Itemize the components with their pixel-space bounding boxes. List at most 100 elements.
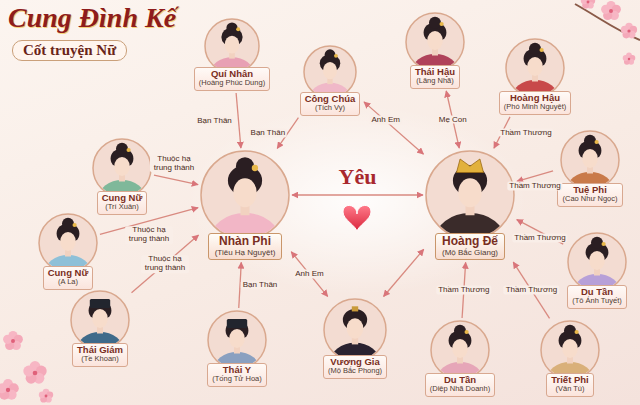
blossom (39, 389, 53, 403)
portrait-circle (405, 12, 465, 72)
character-node: Triết Phi(Vân Tú) (540, 320, 600, 397)
heart-shape (343, 205, 371, 232)
portrait-circle (38, 213, 98, 273)
portrait-circle (323, 298, 387, 362)
relation-label: Bạn Thân (195, 116, 234, 125)
robe (210, 213, 280, 240)
hair-bun (116, 143, 128, 155)
blossom (623, 53, 636, 65)
portrait-circle (505, 38, 565, 98)
name-banner: Quí Nhân(Hoàng Phúc Dung) (194, 67, 270, 91)
blossom (3, 331, 23, 350)
name-banner: Thái Hậu(Lăng Nhã) (410, 65, 460, 89)
name-banner: Du Tần(Tô Ánh Tuyết) (567, 285, 627, 309)
robe (435, 213, 505, 240)
character-name: (Hoàng Phúc Dung) (199, 79, 265, 88)
name-banner: Nhàn Phi(Tiêu Hạ Nguyệt) (208, 233, 283, 260)
relation-label: Bạn Thân (241, 281, 280, 290)
role-title: Công Chúa (305, 94, 356, 104)
relation-label: Thầm Thương (498, 128, 553, 137)
name-banner: Thái Giám(Tề Khoan) (72, 343, 128, 367)
hair-bun (584, 135, 596, 147)
role-title: Hoàng Hậu (504, 93, 567, 103)
character-name: (Mộ Bắc Giang) (442, 248, 498, 257)
character-name: (Tô Ánh Tuyết) (572, 297, 622, 306)
role-title: Triết Phi (551, 375, 588, 385)
portrait-figure (547, 325, 594, 380)
face (458, 178, 481, 207)
name-banner: Công Chúa(Tích Vy) (300, 92, 361, 116)
character-name: (Trí Xuân) (102, 203, 143, 212)
face (347, 318, 364, 338)
face (323, 62, 337, 79)
portrait-circle (303, 45, 357, 99)
character-name: (Tề Khoan) (77, 355, 123, 364)
subtitle-label: Cốt truyện Nữ (12, 40, 127, 61)
character-node: Hoàng Đế(Mộ Bắc Giang) (425, 150, 515, 260)
relation-label: Bạn Thân (249, 129, 288, 138)
portrait-figure (437, 325, 484, 380)
character-name: (Tống Tử Hoa) (212, 375, 261, 384)
hairpin (575, 330, 579, 334)
character-node: Vương Gia(Mộ Bắc Phong) (321, 298, 390, 379)
role-title: Du Tần (430, 375, 490, 385)
face (229, 329, 245, 348)
character-name: (Phó Minh Nguyệt) (504, 103, 567, 112)
hairpin (127, 148, 131, 152)
character-name: (Cao Như Ngọc) (562, 195, 617, 204)
character-name: (Lăng Nhã) (415, 77, 455, 86)
hair-bun (62, 218, 74, 230)
hair-bun (564, 325, 576, 337)
portrait-circle (567, 232, 627, 292)
relation-arrow (291, 252, 327, 297)
name-banner: Triết Phi(Vân Tú) (546, 373, 593, 397)
face (114, 157, 130, 176)
blossom (601, 1, 621, 20)
character-node: Du Tần(Tô Ánh Tuyết) (565, 232, 629, 309)
hairpin (252, 165, 258, 171)
center-glow (187, 105, 527, 295)
portrait-figure (210, 157, 280, 240)
hair-bun (529, 43, 541, 55)
character-node: Công Chúa(Tích Vy) (298, 45, 363, 116)
robe (547, 362, 594, 380)
relation-label: Thầm Thương (504, 286, 559, 295)
role-title: Vương Gia (328, 357, 382, 367)
role-title: Cung Nữ (102, 193, 143, 203)
name-banner: Hoàng Đế(Mộ Bắc Giang) (435, 233, 505, 260)
relation-label: Anh Em (370, 116, 402, 125)
relation-arrow (236, 93, 241, 148)
hairpin (465, 330, 469, 334)
hair-bun (236, 157, 254, 175)
hairpin (73, 223, 77, 227)
name-banner: Du Tần(Diệp Nhã Doanh) (425, 373, 495, 397)
role-title: Quí Nhân (199, 69, 265, 79)
hair-bun (591, 237, 603, 249)
character-name: (Tích Vy) (305, 104, 356, 113)
portrait-circle (70, 290, 130, 350)
blossom (0, 379, 19, 400)
face (92, 309, 108, 328)
portrait-circle (425, 150, 515, 240)
character-name: (Diệp Nhã Doanh) (430, 385, 490, 394)
character-node: Quí Nhân(Hoàng Phúc Dung) (192, 18, 273, 91)
hairpin (334, 54, 338, 58)
relation-arrow (154, 175, 198, 185)
character-node: Hoàng Hậu(Phó Minh Nguyệt) (497, 38, 574, 115)
relation-arrow (384, 249, 424, 296)
relation-label: Thuộc hạ trung thành (125, 226, 173, 244)
hairpin (440, 22, 444, 26)
portrait-circle (560, 130, 620, 190)
portrait-figure (412, 17, 459, 72)
portrait-circle (207, 310, 267, 370)
relation-arrow (517, 171, 553, 182)
portrait-figure (567, 135, 614, 190)
hairpin (540, 48, 544, 52)
role-title: Hoàng Đế (442, 235, 498, 248)
relation-label: Thầm Thương (512, 234, 567, 243)
role-title: Thái Hậu (415, 67, 455, 77)
face (589, 251, 605, 270)
character-node: Du Tần(Diệp Nhã Doanh) (423, 320, 498, 397)
role-title: Nhàn Phi (215, 235, 276, 248)
face (427, 31, 443, 50)
